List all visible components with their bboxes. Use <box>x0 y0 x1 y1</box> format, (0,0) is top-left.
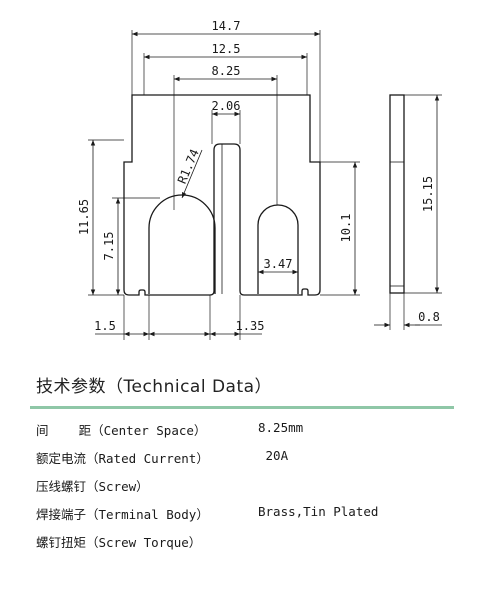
dim-side-height: 15.15 <box>421 176 435 212</box>
part-outline <box>123 94 321 296</box>
dim-inner-width: 12.5 <box>212 42 241 56</box>
dim-height-left: 11.65 <box>77 199 91 235</box>
spec-row-terminal-body: 焊接端子（Terminal Body） Brass,Tin Plated <box>36 500 456 528</box>
extension-lines <box>88 30 442 340</box>
dim-overall-width: 14.7 <box>212 19 241 33</box>
dim-line-radius <box>181 149 203 199</box>
spec-label: 螺钉扭矩（Screw Torque） <box>36 535 202 550</box>
spec-row-center-space: 间 距（Center Space） 8.25mm <box>36 416 456 444</box>
spec-value: Brass,Tin Plated <box>258 504 379 519</box>
side-view <box>389 94 405 294</box>
spec-label: 焊接端子（Terminal Body） <box>36 507 209 522</box>
dim-bottom-right: 1.35 <box>236 319 265 333</box>
specs-table: 间 距（Center Space） 8.25mm 额定电流（Rated Curr… <box>36 416 456 556</box>
dim-thickness: 0.8 <box>418 310 440 324</box>
dim-slot-radius: R1.74 <box>175 147 202 186</box>
spec-row-rated-current: 额定电流（Rated Current） 20A <box>36 444 456 472</box>
dim-slot-depth: 7.15 <box>102 232 116 261</box>
dim-center-space: 8.25 <box>212 64 241 78</box>
spec-label: 压线螺钉（Screw） <box>36 479 149 494</box>
technical-drawing: 14.7 12.5 8.25 2.06 R1.74 11.65 7.15 3.4… <box>77 19 442 340</box>
divider <box>30 406 454 409</box>
dim-slot-width: 3.47 <box>264 257 293 271</box>
dim-bottom-left: 1.5 <box>94 319 116 333</box>
spec-value: 20A <box>258 448 289 463</box>
spec-row-screw: 压线螺钉（Screw） <box>36 472 456 500</box>
dim-height-right: 10.1 <box>339 214 353 243</box>
specs-title: 技术参数（Technical Data） <box>36 377 273 397</box>
dim-tongue-width: 2.06 <box>212 99 241 113</box>
spec-label: 额定电流（Rated Current） <box>36 451 209 466</box>
spec-row-screw-torque: 螺钉扭矩（Screw Torque） <box>36 528 456 556</box>
spec-label: 间 距（Center Space） <box>36 423 207 438</box>
spec-value: 8.25mm <box>258 420 304 435</box>
dimension-lines <box>90 31 442 337</box>
